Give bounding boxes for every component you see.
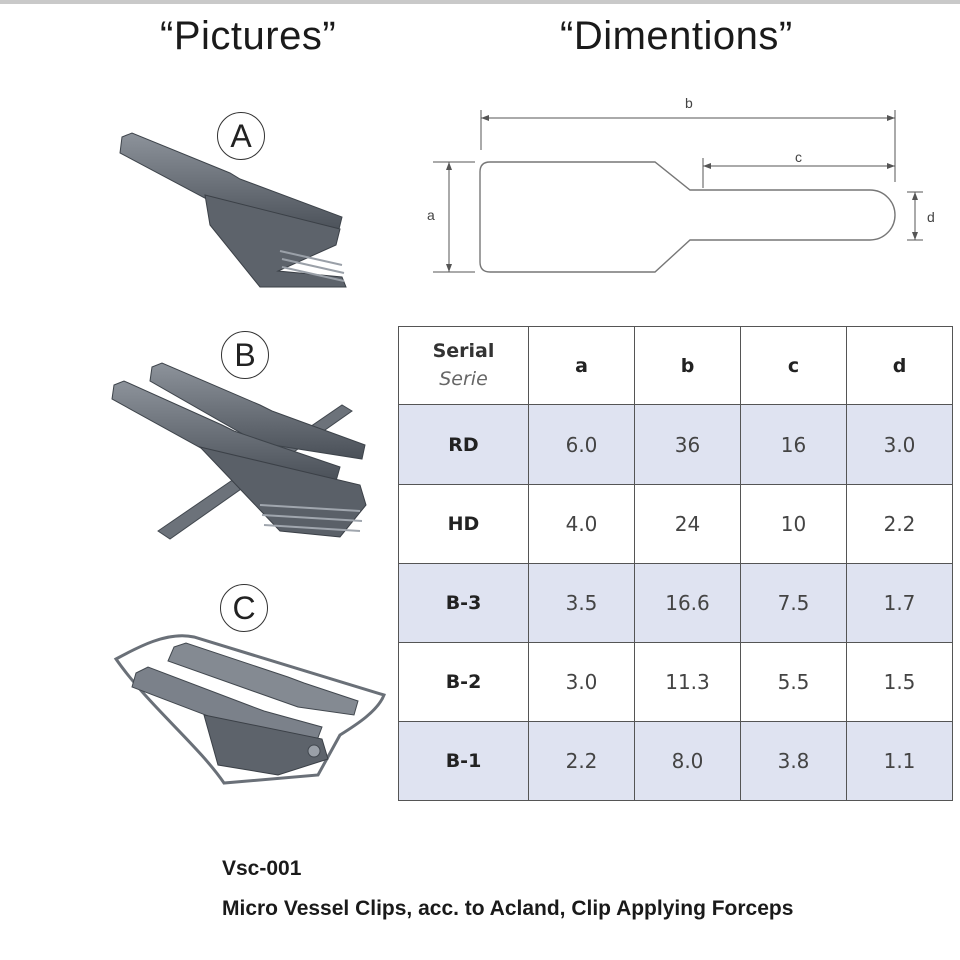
- serial-cell: B-2: [398, 642, 529, 722]
- pictures-heading: “Pictures”: [160, 14, 337, 58]
- table-cell: 3.8: [740, 721, 847, 801]
- double-vessel-clip-icon: [111, 362, 367, 540]
- table-cell: 7.5: [740, 563, 847, 643]
- table-cell: 11.3: [634, 642, 741, 722]
- table-cell: 4.0: [528, 484, 635, 564]
- dimensions-heading: “Dimentions”: [560, 14, 793, 58]
- single-vessel-clip-icon: [119, 132, 347, 288]
- table-cell: 36: [634, 404, 741, 485]
- serial-cell: B-3: [398, 563, 529, 643]
- column-header-a: a: [528, 326, 635, 405]
- table-header-row: Serial Serie a b c d: [398, 326, 953, 405]
- top-divider: [0, 0, 960, 4]
- dimensions-table: Serial Serie a b c d RD 6.0 36 16 3.0 HD…: [398, 326, 953, 801]
- badge-c: C: [220, 584, 268, 632]
- dim-label-c: c: [795, 149, 802, 165]
- table-cell: 16: [740, 404, 847, 485]
- dim-label-a: a: [427, 207, 435, 223]
- serial-subheader-label: Serie: [439, 367, 488, 390]
- column-header-d: d: [846, 326, 953, 405]
- product-code: Vsc-001: [222, 857, 302, 880]
- serial-cell: HD: [398, 484, 529, 564]
- table-cell: 5.5: [740, 642, 847, 722]
- table-cell: 3.0: [846, 404, 953, 485]
- product-description: Micro Vessel Clips, acc. to Acland, Clip…: [222, 897, 794, 920]
- table-row: HD 4.0 24 10 2.2: [398, 484, 953, 564]
- serial-cell: RD: [398, 404, 529, 485]
- table-cell: 2.2: [846, 484, 953, 564]
- table-row: B-3 3.5 16.6 7.5 1.7: [398, 563, 953, 643]
- table-cell: 3.5: [528, 563, 635, 643]
- table-row: RD 6.0 36 16 3.0: [398, 404, 953, 485]
- table-row: B-1 2.2 8.0 3.8 1.1: [398, 721, 953, 801]
- badge-b: B: [221, 331, 269, 379]
- dim-label-b: b: [685, 95, 693, 111]
- dim-label-d: d: [927, 209, 935, 225]
- table-cell: 1.1: [846, 721, 953, 801]
- column-header-b: b: [634, 326, 741, 405]
- table-cell: 10: [740, 484, 847, 564]
- clip-applying-frame-icon: [113, 634, 386, 785]
- serial-cell: B-1: [398, 721, 529, 801]
- table-cell: 3.0: [528, 642, 635, 722]
- serial-header: Serial Serie: [398, 326, 529, 405]
- table-row: B-2 3.0 11.3 5.5 1.5: [398, 642, 953, 722]
- clip-dimension-outline: b c a d: [427, 95, 935, 273]
- table-cell: 8.0: [634, 721, 741, 801]
- table-cell: 24: [634, 484, 741, 564]
- badge-a: A: [217, 112, 265, 160]
- serial-header-label: Serial: [432, 339, 495, 362]
- table-cell: 16.6: [634, 563, 741, 643]
- table-cell: 2.2: [528, 721, 635, 801]
- table-cell: 6.0: [528, 404, 635, 485]
- table-cell: 1.5: [846, 642, 953, 722]
- column-header-c: c: [740, 326, 847, 405]
- table-cell: 1.7: [846, 563, 953, 643]
